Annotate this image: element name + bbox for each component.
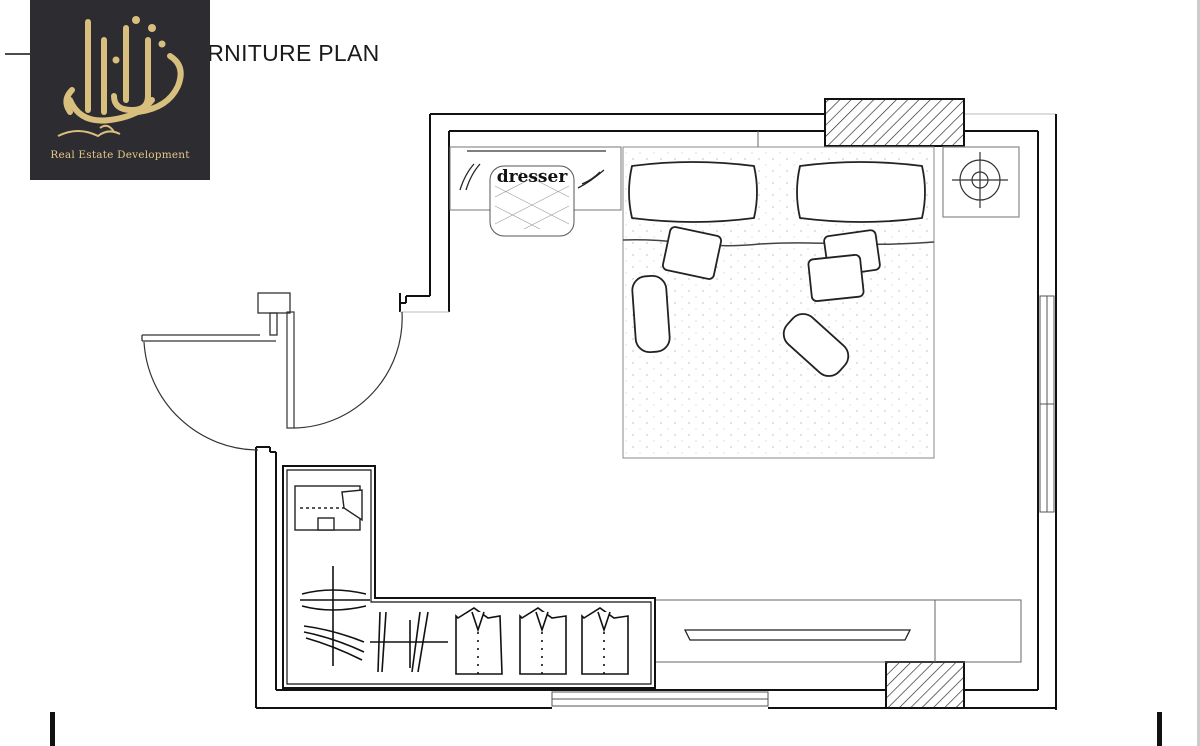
dresser-label: dresser <box>497 167 569 187</box>
dresser <box>449 146 622 237</box>
hanger-icon <box>300 566 448 673</box>
wardrobe <box>282 465 656 689</box>
folded-clothes-icon <box>294 485 363 531</box>
corridor-walls <box>141 292 291 342</box>
lamp-icon <box>942 146 1020 218</box>
tv-unit <box>654 599 1022 663</box>
column-top <box>824 98 965 147</box>
column-bottom <box>885 661 965 709</box>
bed <box>622 146 935 459</box>
window-right <box>1039 295 1055 513</box>
company-logo: Real Estate Development <box>30 0 210 180</box>
border-marks <box>50 0 1200 746</box>
room-walls <box>255 113 1057 710</box>
calligraphy-logo-icon <box>57 16 184 138</box>
logo-subtitle: Real Estate Development <box>50 149 190 161</box>
door-entrance <box>286 311 403 429</box>
shirt-icon <box>455 607 629 675</box>
door-left <box>143 341 259 451</box>
window-bottom <box>551 691 769 707</box>
